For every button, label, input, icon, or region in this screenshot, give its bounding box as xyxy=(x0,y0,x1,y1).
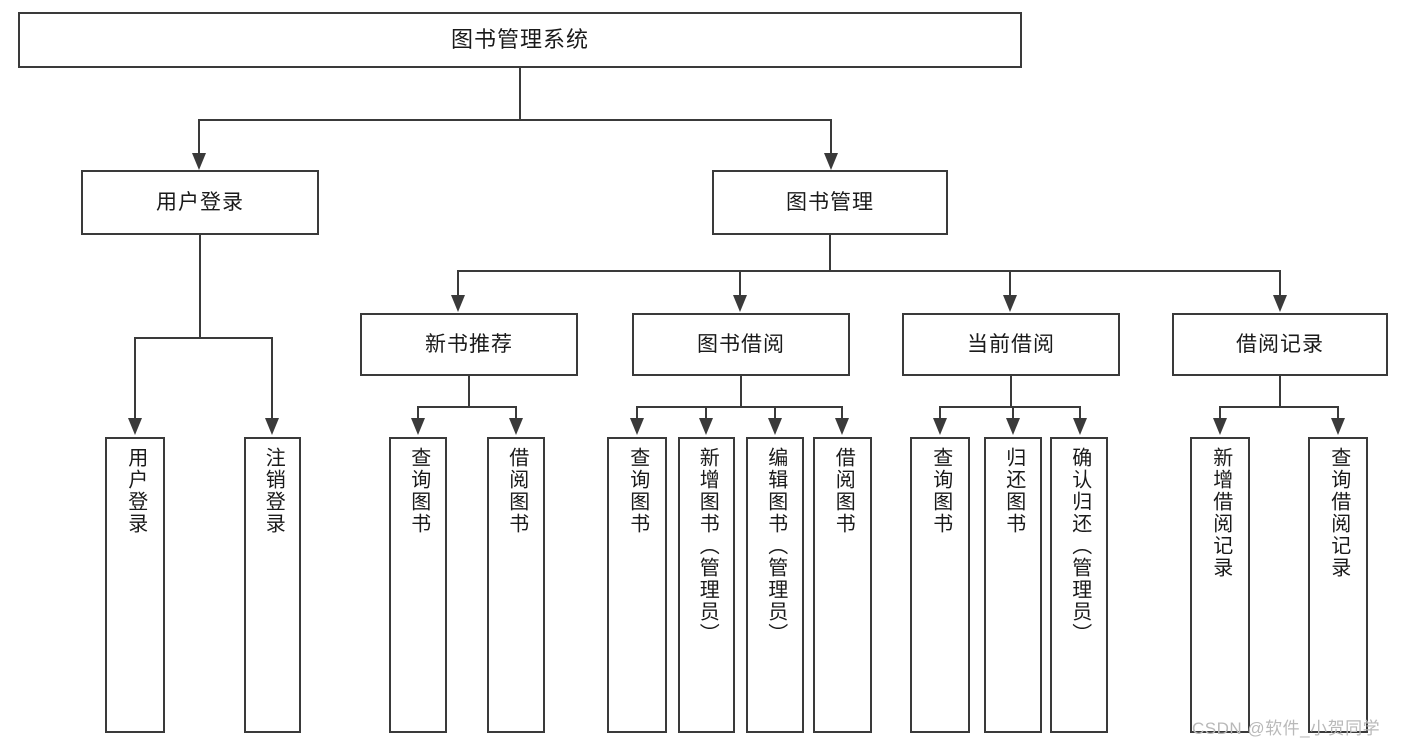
edge-book-manage-bar xyxy=(457,270,1281,272)
edge-borrow-record-bar xyxy=(1219,406,1339,408)
node-leaf-current-return[interactable]: 归还图书 xyxy=(984,437,1042,733)
arrow-to-leaf-user-login xyxy=(128,418,142,435)
node-leaf-record-query[interactable]: 查询借阅记录 xyxy=(1308,437,1368,733)
edge-root-bar xyxy=(198,119,832,121)
node-leaf-borrow-lend[interactable]: 借阅图书 xyxy=(813,437,872,733)
node-current-borrow[interactable]: 当前借阅 xyxy=(902,313,1120,376)
node-leaf-user-logout-label: 注销登录 xyxy=(262,447,285,535)
node-book-borrow-label: 图书借阅 xyxy=(697,332,785,356)
node-leaf-current-return-label: 归还图书 xyxy=(1002,447,1025,535)
edge-br-drop-1 xyxy=(1219,406,1221,420)
arrow-to-leaf-record-add xyxy=(1213,418,1227,435)
csdn-watermark: CSDN @软件_小贺同学 xyxy=(1192,719,1381,738)
arrow-to-leaf-borrow-add xyxy=(699,418,713,435)
edge-root-to-book-manage-drop xyxy=(830,119,832,155)
arrow-to-leaf-record-query xyxy=(1331,418,1345,435)
edge-book-borrow-stem xyxy=(740,376,742,407)
edge-root-stem xyxy=(519,68,521,121)
edge-root-to-user-login-drop xyxy=(198,119,200,155)
arrow-to-leaf-borrow-query xyxy=(630,418,644,435)
edge-nbr-drop-2 xyxy=(515,406,517,420)
edge-nbr-drop-1 xyxy=(417,406,419,420)
node-leaf-borrow-edit[interactable]: 编辑图书（管理员） xyxy=(746,437,804,733)
edge-bm-drop-1 xyxy=(457,270,459,297)
edge-bb-drop-1 xyxy=(636,406,638,420)
node-user-login-label: 用户登录 xyxy=(156,190,244,214)
node-borrow-record-label: 借阅记录 xyxy=(1236,332,1324,356)
node-user-login[interactable]: 用户登录 xyxy=(81,170,319,235)
node-book-borrow[interactable]: 图书借阅 xyxy=(632,313,850,376)
node-new-book-rec-label: 新书推荐 xyxy=(425,332,513,356)
arrow-to-borrow-record xyxy=(1273,295,1287,312)
node-leaf-borrow-edit-label: 编辑图书（管理员） xyxy=(764,447,787,645)
arrow-to-leaf-borrow-edit xyxy=(768,418,782,435)
node-book-manage-label: 图书管理 xyxy=(786,190,874,214)
arrow-to-book-manage xyxy=(824,153,838,170)
node-leaf-current-confirm-label: 确认归还（管理员） xyxy=(1068,447,1091,645)
node-leaf-rec-query[interactable]: 查询图书 xyxy=(389,437,447,733)
node-leaf-record-add-label: 新增借阅记录 xyxy=(1209,447,1232,579)
node-leaf-current-query[interactable]: 查询图书 xyxy=(910,437,970,733)
node-leaf-record-add[interactable]: 新增借阅记录 xyxy=(1190,437,1250,733)
arrow-to-current-borrow xyxy=(1003,295,1017,312)
edge-user-login-bar xyxy=(134,337,272,339)
node-leaf-rec-query-label: 查询图书 xyxy=(407,447,430,535)
edge-current-borrow-stem xyxy=(1010,376,1012,407)
node-leaf-borrow-query[interactable]: 查询图书 xyxy=(607,437,667,733)
arrow-to-leaf-current-confirm xyxy=(1073,418,1087,435)
node-borrow-record[interactable]: 借阅记录 xyxy=(1172,313,1388,376)
node-leaf-borrow-add[interactable]: 新增图书（管理员） xyxy=(678,437,735,733)
node-leaf-rec-borrow-label: 借阅图书 xyxy=(505,447,528,535)
arrow-to-leaf-current-query xyxy=(933,418,947,435)
node-leaf-current-query-label: 查询图书 xyxy=(929,447,952,535)
node-leaf-rec-borrow[interactable]: 借阅图书 xyxy=(487,437,545,733)
arrow-to-leaf-current-return xyxy=(1006,418,1020,435)
edge-book-borrow-bar xyxy=(636,406,843,408)
arrow-to-leaf-borrow-lend xyxy=(835,418,849,435)
edge-new-book-rec-bar xyxy=(417,406,516,408)
edge-bm-drop-3 xyxy=(1009,270,1011,297)
arrow-to-book-borrow xyxy=(733,295,747,312)
edge-cb-drop-1 xyxy=(939,406,941,420)
node-leaf-record-query-label: 查询借阅记录 xyxy=(1327,447,1350,579)
node-leaf-user-login[interactable]: 用户登录 xyxy=(105,437,165,733)
node-leaf-borrow-lend-label: 借阅图书 xyxy=(832,447,855,535)
edge-new-book-rec-stem xyxy=(468,376,470,407)
edge-bm-drop-2 xyxy=(739,270,741,297)
edge-book-manage-stem xyxy=(829,235,831,271)
edge-user-login-stem xyxy=(199,235,201,338)
edge-bb-drop-2 xyxy=(705,406,707,420)
arrow-to-leaf-user-logout xyxy=(265,418,279,435)
edge-current-borrow-bar xyxy=(939,406,1081,408)
arrow-to-leaf-rec-query xyxy=(411,418,425,435)
node-leaf-user-logout[interactable]: 注销登录 xyxy=(244,437,301,733)
edge-ul-drop-2 xyxy=(271,337,273,420)
edge-bm-drop-4 xyxy=(1279,270,1281,297)
edge-ul-drop-1 xyxy=(134,337,136,420)
edge-br-drop-2 xyxy=(1337,406,1339,420)
arrow-to-user-login xyxy=(192,153,206,170)
edge-bb-drop-4 xyxy=(841,406,843,420)
arrow-to-new-book-rec xyxy=(451,295,465,312)
edge-cb-drop-2 xyxy=(1012,406,1014,420)
node-current-borrow-label: 当前借阅 xyxy=(967,332,1055,356)
arrow-to-leaf-rec-borrow xyxy=(509,418,523,435)
edge-borrow-record-stem xyxy=(1279,376,1281,407)
node-book-manage[interactable]: 图书管理 xyxy=(712,170,948,235)
node-root[interactable]: 图书管理系统 xyxy=(18,12,1022,68)
node-leaf-borrow-query-label: 查询图书 xyxy=(626,447,649,535)
node-new-book-rec[interactable]: 新书推荐 xyxy=(360,313,578,376)
node-leaf-user-login-label: 用户登录 xyxy=(124,447,147,535)
node-leaf-borrow-add-label: 新增图书（管理员） xyxy=(696,447,719,645)
node-leaf-current-confirm[interactable]: 确认归还（管理员） xyxy=(1050,437,1108,733)
node-root-label: 图书管理系统 xyxy=(450,26,589,52)
edge-bb-drop-3 xyxy=(774,406,776,420)
edge-cb-drop-3 xyxy=(1079,406,1081,420)
